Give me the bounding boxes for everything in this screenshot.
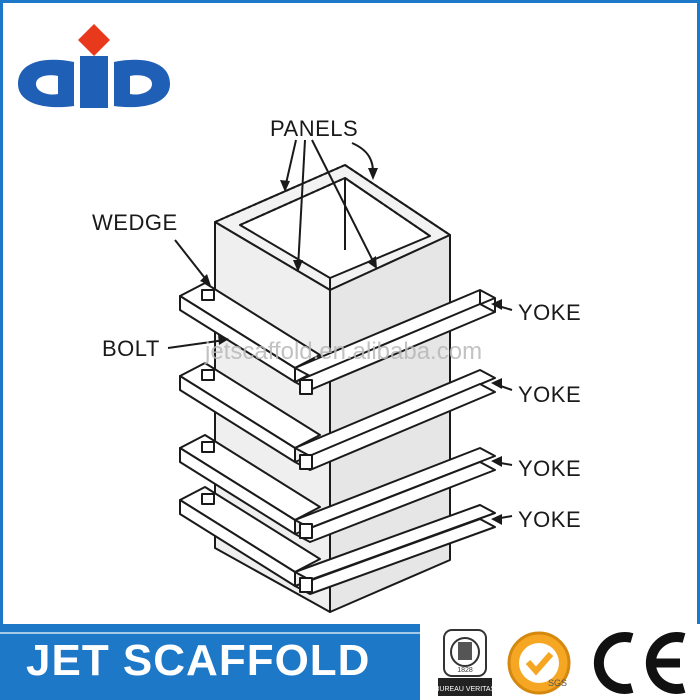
wedge-label: WEDGE xyxy=(92,210,178,235)
company-logo xyxy=(18,24,170,108)
bureau-veritas-text: BUREAU VERITAS xyxy=(435,686,496,693)
yoke-label-3: YOKE xyxy=(518,456,582,481)
footer-stripe xyxy=(0,632,420,634)
bv-year: 1828 xyxy=(457,667,473,674)
ce-mark xyxy=(593,632,686,694)
watermark: jetscaffold.en.alibaba.com xyxy=(205,338,483,365)
bolt-label: BOLT xyxy=(102,336,160,361)
sgs-text: SGS xyxy=(548,678,567,688)
yoke-label-2: YOKE xyxy=(518,382,582,407)
column-formwork-diagram xyxy=(167,139,513,613)
yoke-label-1: YOKE xyxy=(518,300,582,325)
bureau-veritas-badge: 1828 BUREAU VERITAS xyxy=(435,629,496,696)
yoke-label-4: YOKE xyxy=(518,507,582,532)
sgs-badge: SGS xyxy=(507,631,571,695)
panels-label: PANELS xyxy=(270,116,359,141)
brand-name: JET SCAFFOLD xyxy=(26,636,371,685)
